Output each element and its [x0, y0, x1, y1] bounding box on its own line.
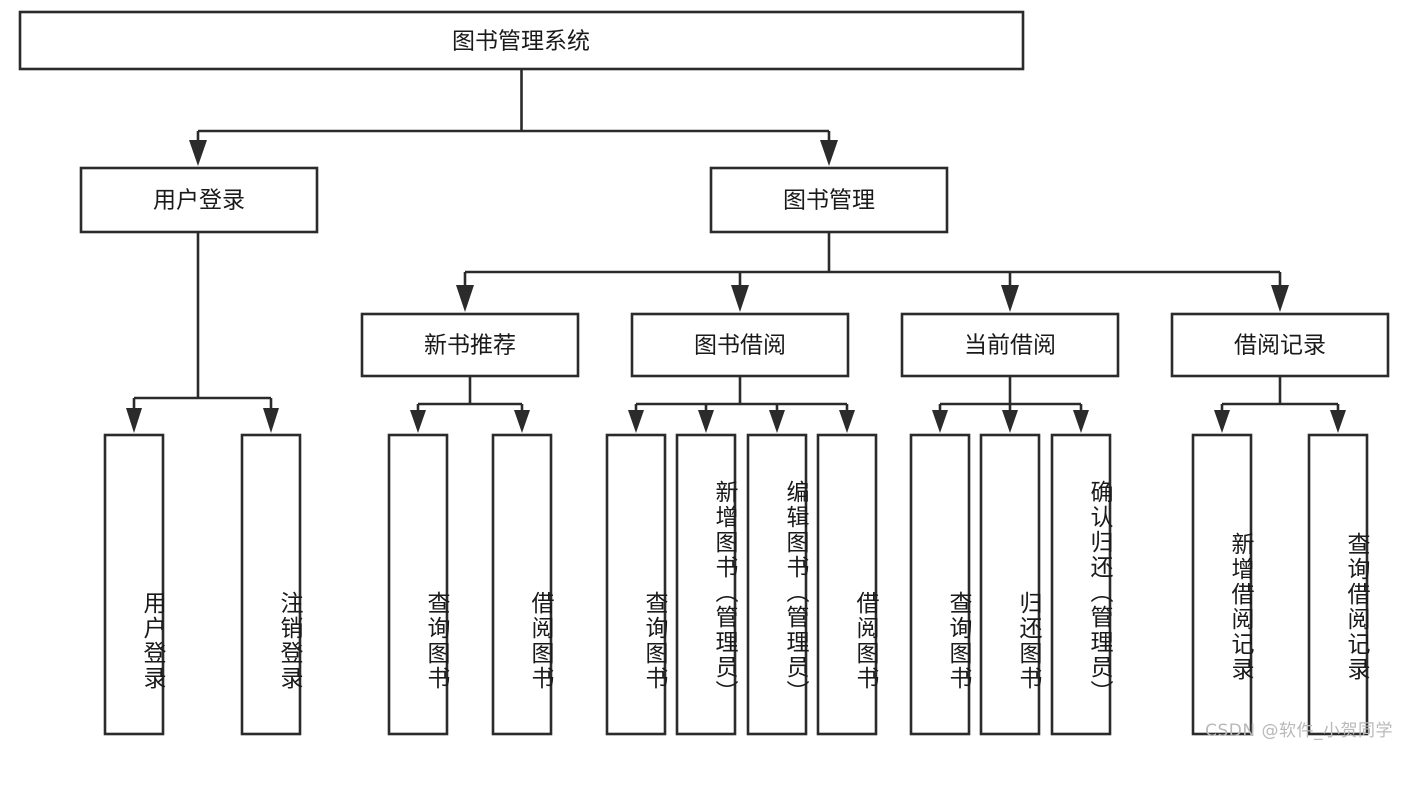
node-current-borrow-label: 当前借阅 — [964, 333, 1056, 359]
arrow-book-mgmt-sub-3 — [1001, 285, 1019, 312]
node-current-borrow[interactable]: 当前借阅 — [900, 312, 1120, 378]
node-borrow-record-box[interactable] — [1170, 312, 1390, 378]
node-new-book-recommend[interactable]: 新书推荐 — [360, 312, 580, 378]
node-user-login-label: 用户登录 — [153, 188, 245, 214]
leaf-box-query-book-borrow[interactable] — [605, 433, 667, 736]
leaf-box-user-login[interactable] — [103, 433, 165, 736]
arrow-book-mgmt-sub-2 — [731, 285, 749, 312]
csdn-watermark: CSDN @软件_小贺同学 — [1205, 721, 1393, 741]
leaf-box-confirm-return-admin[interactable] — [1050, 433, 1112, 736]
arrow-root-to-user-login — [189, 140, 207, 166]
connector-group-borrow-record — [1214, 376, 1346, 433]
leaf-node-boxes — [103, 433, 1369, 736]
node-borrow-record[interactable]: 借阅记录 — [1170, 312, 1390, 378]
leaf-box-borrow-book-new[interactable] — [491, 433, 553, 736]
arrow-user-login-leaf-1 — [126, 408, 142, 433]
arrow-book-borrow-leaf-1 — [628, 410, 644, 433]
arrow-borrow-record-leaf-1 — [1214, 410, 1230, 433]
node-root-system-label: 图书管理系统 — [452, 29, 590, 55]
node-current-borrow-box[interactable] — [900, 312, 1120, 378]
node-book-borrow-label: 图书借阅 — [694, 333, 786, 359]
node-new-book-recommend-label: 新书推荐 — [424, 333, 516, 359]
node-book-management[interactable]: 图书管理 — [709, 166, 949, 234]
leaf-box-edit-book-admin[interactable] — [746, 433, 808, 736]
arrow-book-borrow-leaf-3 — [769, 410, 785, 433]
arrow-book-borrow-leaf-2 — [698, 410, 714, 433]
arrow-root-to-book-mgmt — [820, 140, 838, 166]
arrow-new-book-leaf-2 — [514, 410, 530, 433]
node-borrow-record-label: 借阅记录 — [1234, 333, 1326, 359]
leaf-box-query-borrow-record[interactable] — [1307, 433, 1369, 736]
arrow-current-borrow-leaf-3 — [1073, 410, 1089, 433]
connector-group-user-login — [126, 232, 279, 433]
leaf-box-add-book-admin[interactable] — [675, 433, 737, 736]
diagram-canvas: 图书管理系统 用户登录 图书管理 新书推荐 图书借阅 当前借阅 借阅记录 — [18, 10, 1390, 736]
node-book-borrow[interactable]: 图书借阅 — [630, 312, 850, 378]
leaf-box-logout[interactable] — [240, 433, 302, 736]
connector-group-new-book — [410, 376, 530, 433]
connector-group-root — [189, 69, 838, 166]
arrow-book-borrow-leaf-4 — [839, 410, 855, 433]
node-book-management-label: 图书管理 — [783, 188, 875, 214]
arrow-borrow-record-leaf-2 — [1330, 410, 1346, 433]
connector-group-current-borrow — [932, 376, 1089, 433]
arrow-book-mgmt-sub-1 — [456, 285, 474, 312]
arrow-book-mgmt-sub-4 — [1271, 285, 1289, 312]
node-new-book-recommend-box[interactable] — [360, 312, 580, 378]
node-book-management-box[interactable] — [709, 166, 949, 234]
leaf-box-add-borrow-record[interactable] — [1191, 433, 1253, 736]
leaf-box-borrow-book[interactable] — [816, 433, 878, 736]
node-root-system[interactable]: 图书管理系统 — [18, 10, 1025, 71]
node-book-borrow-box[interactable] — [630, 312, 850, 378]
leaf-box-return-book[interactable] — [979, 433, 1041, 736]
leaf-box-query-book-current[interactable] — [909, 433, 971, 736]
book-management-system-diagram: 图书管理系统 用户登录 图书管理 新书推荐 图书借阅 当前借阅 借阅记录 — [18, 10, 1393, 741]
node-user-login[interactable]: 用户登录 — [79, 166, 319, 234]
connector-group-book-mgmt — [456, 232, 1289, 312]
arrow-current-borrow-leaf-2 — [1002, 410, 1018, 433]
connector-group-book-borrow — [628, 376, 855, 433]
node-user-login-box[interactable] — [79, 166, 319, 234]
arrow-user-login-leaf-2 — [263, 408, 279, 433]
arrow-current-borrow-leaf-1 — [932, 410, 948, 433]
node-root-system-box[interactable] — [18, 10, 1025, 71]
leaf-box-query-book-new[interactable] — [387, 433, 449, 736]
arrow-new-book-leaf-1 — [410, 410, 426, 433]
